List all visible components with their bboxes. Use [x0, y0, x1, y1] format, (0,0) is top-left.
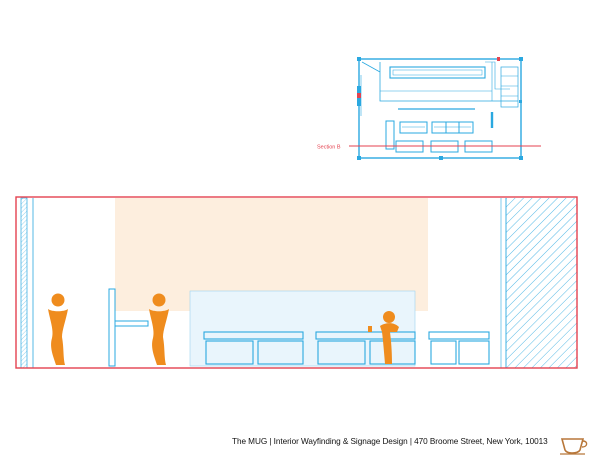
section-elevation — [15, 196, 578, 369]
standing-person-icon — [149, 293, 169, 365]
plan-corner-markers — [357, 57, 523, 160]
plan-counter — [389, 66, 486, 79]
plan-tables — [385, 120, 493, 153]
bench-right — [428, 331, 490, 365]
section-b-label: Section B — [317, 145, 341, 151]
seated-person-icon — [368, 311, 399, 364]
bench-left — [203, 331, 304, 365]
plan-stair — [500, 66, 519, 108]
footer-caption: The MUG | Interior Wayfinding & Signage … — [232, 437, 548, 446]
hatched-wall — [506, 198, 577, 368]
section-frame — [15, 196, 578, 369]
coffee-cup-icon — [560, 438, 588, 455]
plan-inner-wall — [379, 62, 518, 102]
standing-person-icon — [48, 293, 68, 365]
entrance-door — [20, 197, 28, 369]
chair — [108, 288, 149, 367]
bench-middle — [315, 331, 416, 365]
floor-plan: Section B — [317, 57, 541, 160]
plan-diagonal-wall — [361, 61, 381, 73]
plan-counter-inner — [392, 69, 483, 76]
